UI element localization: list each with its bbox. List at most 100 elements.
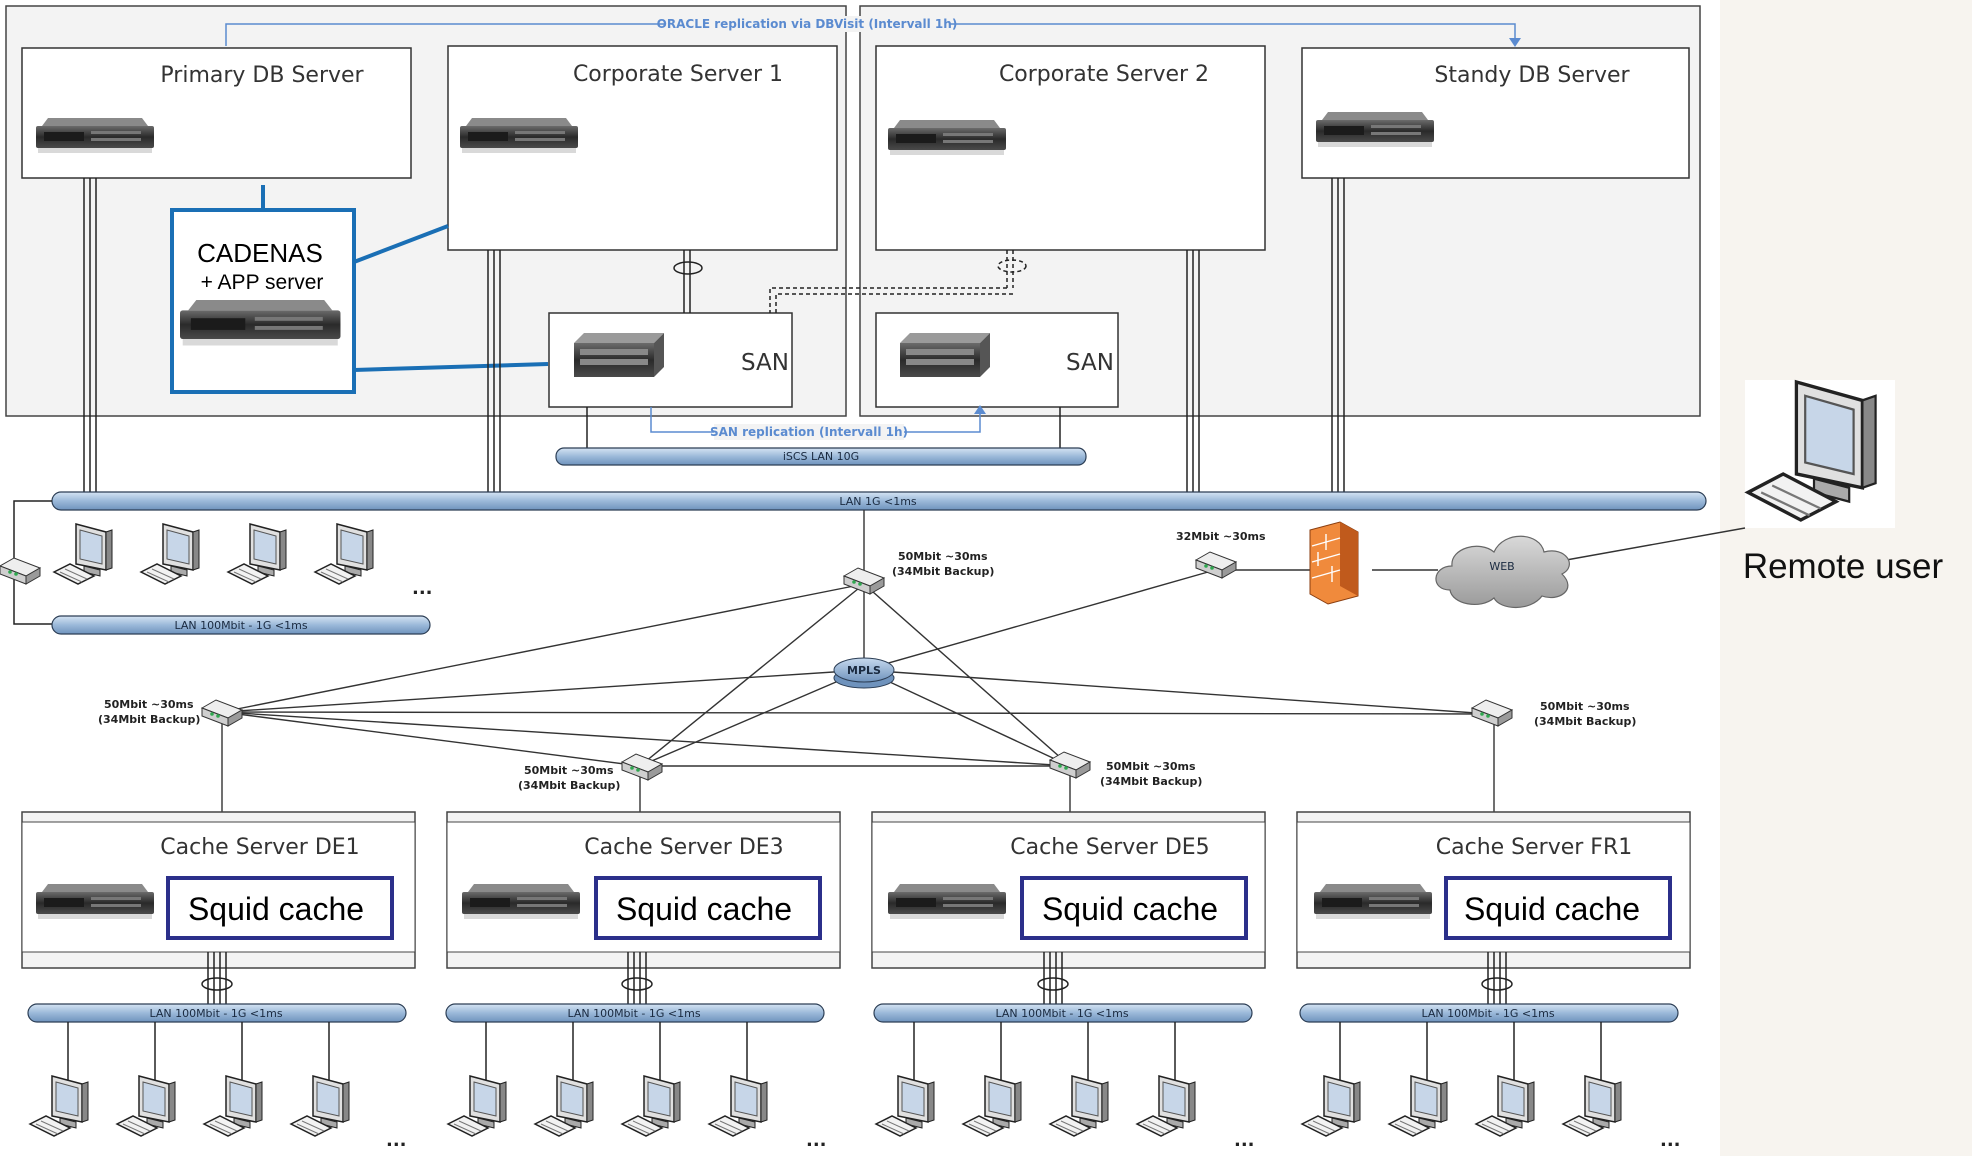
cadenas-title: CADENAS	[197, 238, 323, 268]
workstation-icon	[875, 1075, 935, 1137]
svg-text:(34Mbit Backup): (34Mbit Backup)	[892, 565, 994, 578]
svg-text:(34Mbit Backup): (34Mbit Backup)	[518, 779, 620, 792]
corporate2-san-link	[769, 250, 1027, 313]
firewall-icon	[1309, 521, 1359, 605]
cache-site-de3: Cache Server DE3 Squid cache	[446, 811, 841, 969]
workstation-icon	[29, 1075, 89, 1137]
san-storage-icon	[900, 333, 990, 377]
link-label-de5: 50Mbit ~30ms (34Mbit Backup)	[1100, 760, 1202, 788]
workstation-icon	[1136, 1075, 1196, 1137]
lan-hq-bus-label: LAN 100Mbit - 1G <1ms	[174, 619, 307, 632]
more-workstations-hq: ...	[412, 578, 433, 599]
oracle-replication-arrow	[1509, 38, 1521, 47]
san-storage-icon	[574, 333, 664, 377]
more-workstations-de5: ...	[1234, 1130, 1255, 1151]
mpls-label: MPLS	[847, 664, 881, 677]
workstation-icon	[962, 1075, 1022, 1137]
svg-text:LAN 100Mbit - 1G <1ms: LAN 100Mbit - 1G <1ms	[567, 1007, 700, 1020]
cache-server-de5-label: Cache Server DE5	[1010, 835, 1209, 860]
hq-router-icon	[843, 567, 885, 595]
workstation-icon	[116, 1075, 176, 1137]
svg-text:50Mbit ~30ms: 50Mbit ~30ms	[1540, 700, 1630, 713]
iscsi-bus-label: iSCS LAN 10G	[783, 450, 859, 463]
workstation-icon	[227, 523, 287, 585]
workstation-icon	[708, 1075, 768, 1137]
svg-text:LAN 100Mbit - 1G <1ms: LAN 100Mbit - 1G <1ms	[149, 1007, 282, 1020]
rack-server-icon	[888, 120, 1006, 155]
link-label-de3: 50Mbit ~30ms (34Mbit Backup)	[518, 764, 620, 792]
rack-server-icon	[1316, 112, 1434, 147]
remote-user-label: Remote user	[1743, 547, 1944, 586]
cache-server-de3[interactable]: Cache Server DE3 Squid cache	[462, 835, 822, 940]
remote-user[interactable]: Remote user	[1743, 380, 1944, 586]
standby-db-server[interactable]: Standy DB Server	[1301, 47, 1690, 179]
more-workstations-fr1: ...	[1660, 1130, 1681, 1151]
san-left-label: SAN	[741, 350, 789, 376]
cache-server-fr1-label: Cache Server FR1	[1436, 835, 1633, 860]
rack-server-icon	[1314, 884, 1432, 919]
sidebar-area	[1720, 0, 1972, 1156]
corporate-server-1[interactable]: Corporate Server 1	[447, 45, 838, 251]
squid-cache-de1: Squid cache	[188, 891, 364, 927]
svg-text:50Mbit ~30ms: 50Mbit ~30ms	[104, 698, 194, 711]
corporate-server-2[interactable]: Corporate Server 2	[875, 45, 1266, 251]
san-right[interactable]: SAN	[875, 312, 1119, 408]
wan-mesh	[221, 510, 1746, 812]
rack-server-icon	[462, 884, 580, 919]
rack-server-icon	[460, 118, 578, 153]
san-right-label: SAN	[1066, 350, 1114, 376]
cadenas-link-san	[353, 362, 549, 372]
site-workstations	[29, 1075, 1622, 1137]
more-workstations-de1: ...	[386, 1130, 407, 1151]
svg-text:50Mbit ~30ms: 50Mbit ~30ms	[898, 550, 988, 563]
cache-site-fr1: Cache Server FR1 Squid cache	[1296, 811, 1691, 969]
fr1-router-icon	[1471, 699, 1513, 727]
workstation-icon	[1049, 1075, 1109, 1137]
cadenas-app-server[interactable]: CADENAS + APP server	[170, 208, 356, 394]
cache-server-fr1[interactable]: Cache Server FR1 Squid cache	[1314, 835, 1672, 940]
workstation-icon	[534, 1075, 594, 1137]
mpls-cloud: MPLS	[833, 657, 895, 689]
cache-server-de3-label: Cache Server DE3	[584, 835, 783, 860]
workstation-icon	[1475, 1075, 1535, 1137]
de5-router-icon	[1049, 751, 1091, 779]
workstation-icon	[621, 1075, 681, 1137]
link-label-fr1: 50Mbit ~30ms (34Mbit Backup)	[1534, 700, 1636, 728]
cadenas-subtitle: + APP server	[201, 271, 324, 294]
de3-router-icon	[621, 753, 663, 781]
hq-switch-icon	[0, 557, 41, 585]
workstation-icon	[1562, 1075, 1622, 1137]
standby-db-server-label: Standy DB Server	[1434, 63, 1630, 88]
web-cloud-icon: WEB	[1435, 535, 1570, 609]
site-workstation-drops	[67, 1022, 1602, 1080]
squid-cache-fr1: Squid cache	[1464, 891, 1640, 927]
workstation-icon	[447, 1075, 507, 1137]
svg-text:LAN 100Mbit - 1G <1ms: LAN 100Mbit - 1G <1ms	[1421, 1007, 1554, 1020]
server-lan-links	[83, 178, 1345, 492]
san-left[interactable]: SAN	[548, 312, 793, 408]
corporate1-san-link	[673, 250, 703, 313]
cache-server-de1[interactable]: Cache Server DE1 Squid cache	[36, 835, 394, 940]
squid-cache-de5: Squid cache	[1042, 891, 1218, 927]
svg-text:50Mbit ~30ms: 50Mbit ~30ms	[524, 764, 614, 777]
site-lan-de1: LAN 100Mbit - 1G <1ms	[27, 1003, 407, 1023]
san-replication-arrow	[974, 405, 986, 414]
lan-hq-bus	[51, 615, 431, 635]
cache-server-de5[interactable]: Cache Server DE5 Squid cache	[888, 835, 1248, 940]
workstation-icon	[290, 1075, 350, 1137]
de1-router-icon	[201, 699, 243, 727]
oracle-replication-label: ORACLE replication via DBVisit (Interval…	[657, 17, 958, 31]
svg-text:(34Mbit Backup): (34Mbit Backup)	[1100, 775, 1202, 788]
rack-server-icon	[180, 300, 341, 346]
rack-server-icon	[36, 884, 154, 919]
rack-server-icon	[36, 118, 154, 153]
corporate-server-2-label: Corporate Server 2	[999, 62, 1209, 87]
workstation-icon	[314, 523, 374, 585]
site-lan-de5: LAN 100Mbit - 1G <1ms	[873, 1003, 1253, 1023]
workstation-icon	[203, 1075, 263, 1137]
iscsi-bus	[555, 447, 1087, 466]
primary-db-server[interactable]: Primary DB Server	[21, 47, 412, 179]
san-replication-label: SAN replication (Intervall 1h)	[710, 425, 908, 439]
squid-cache-de3: Squid cache	[616, 891, 792, 927]
